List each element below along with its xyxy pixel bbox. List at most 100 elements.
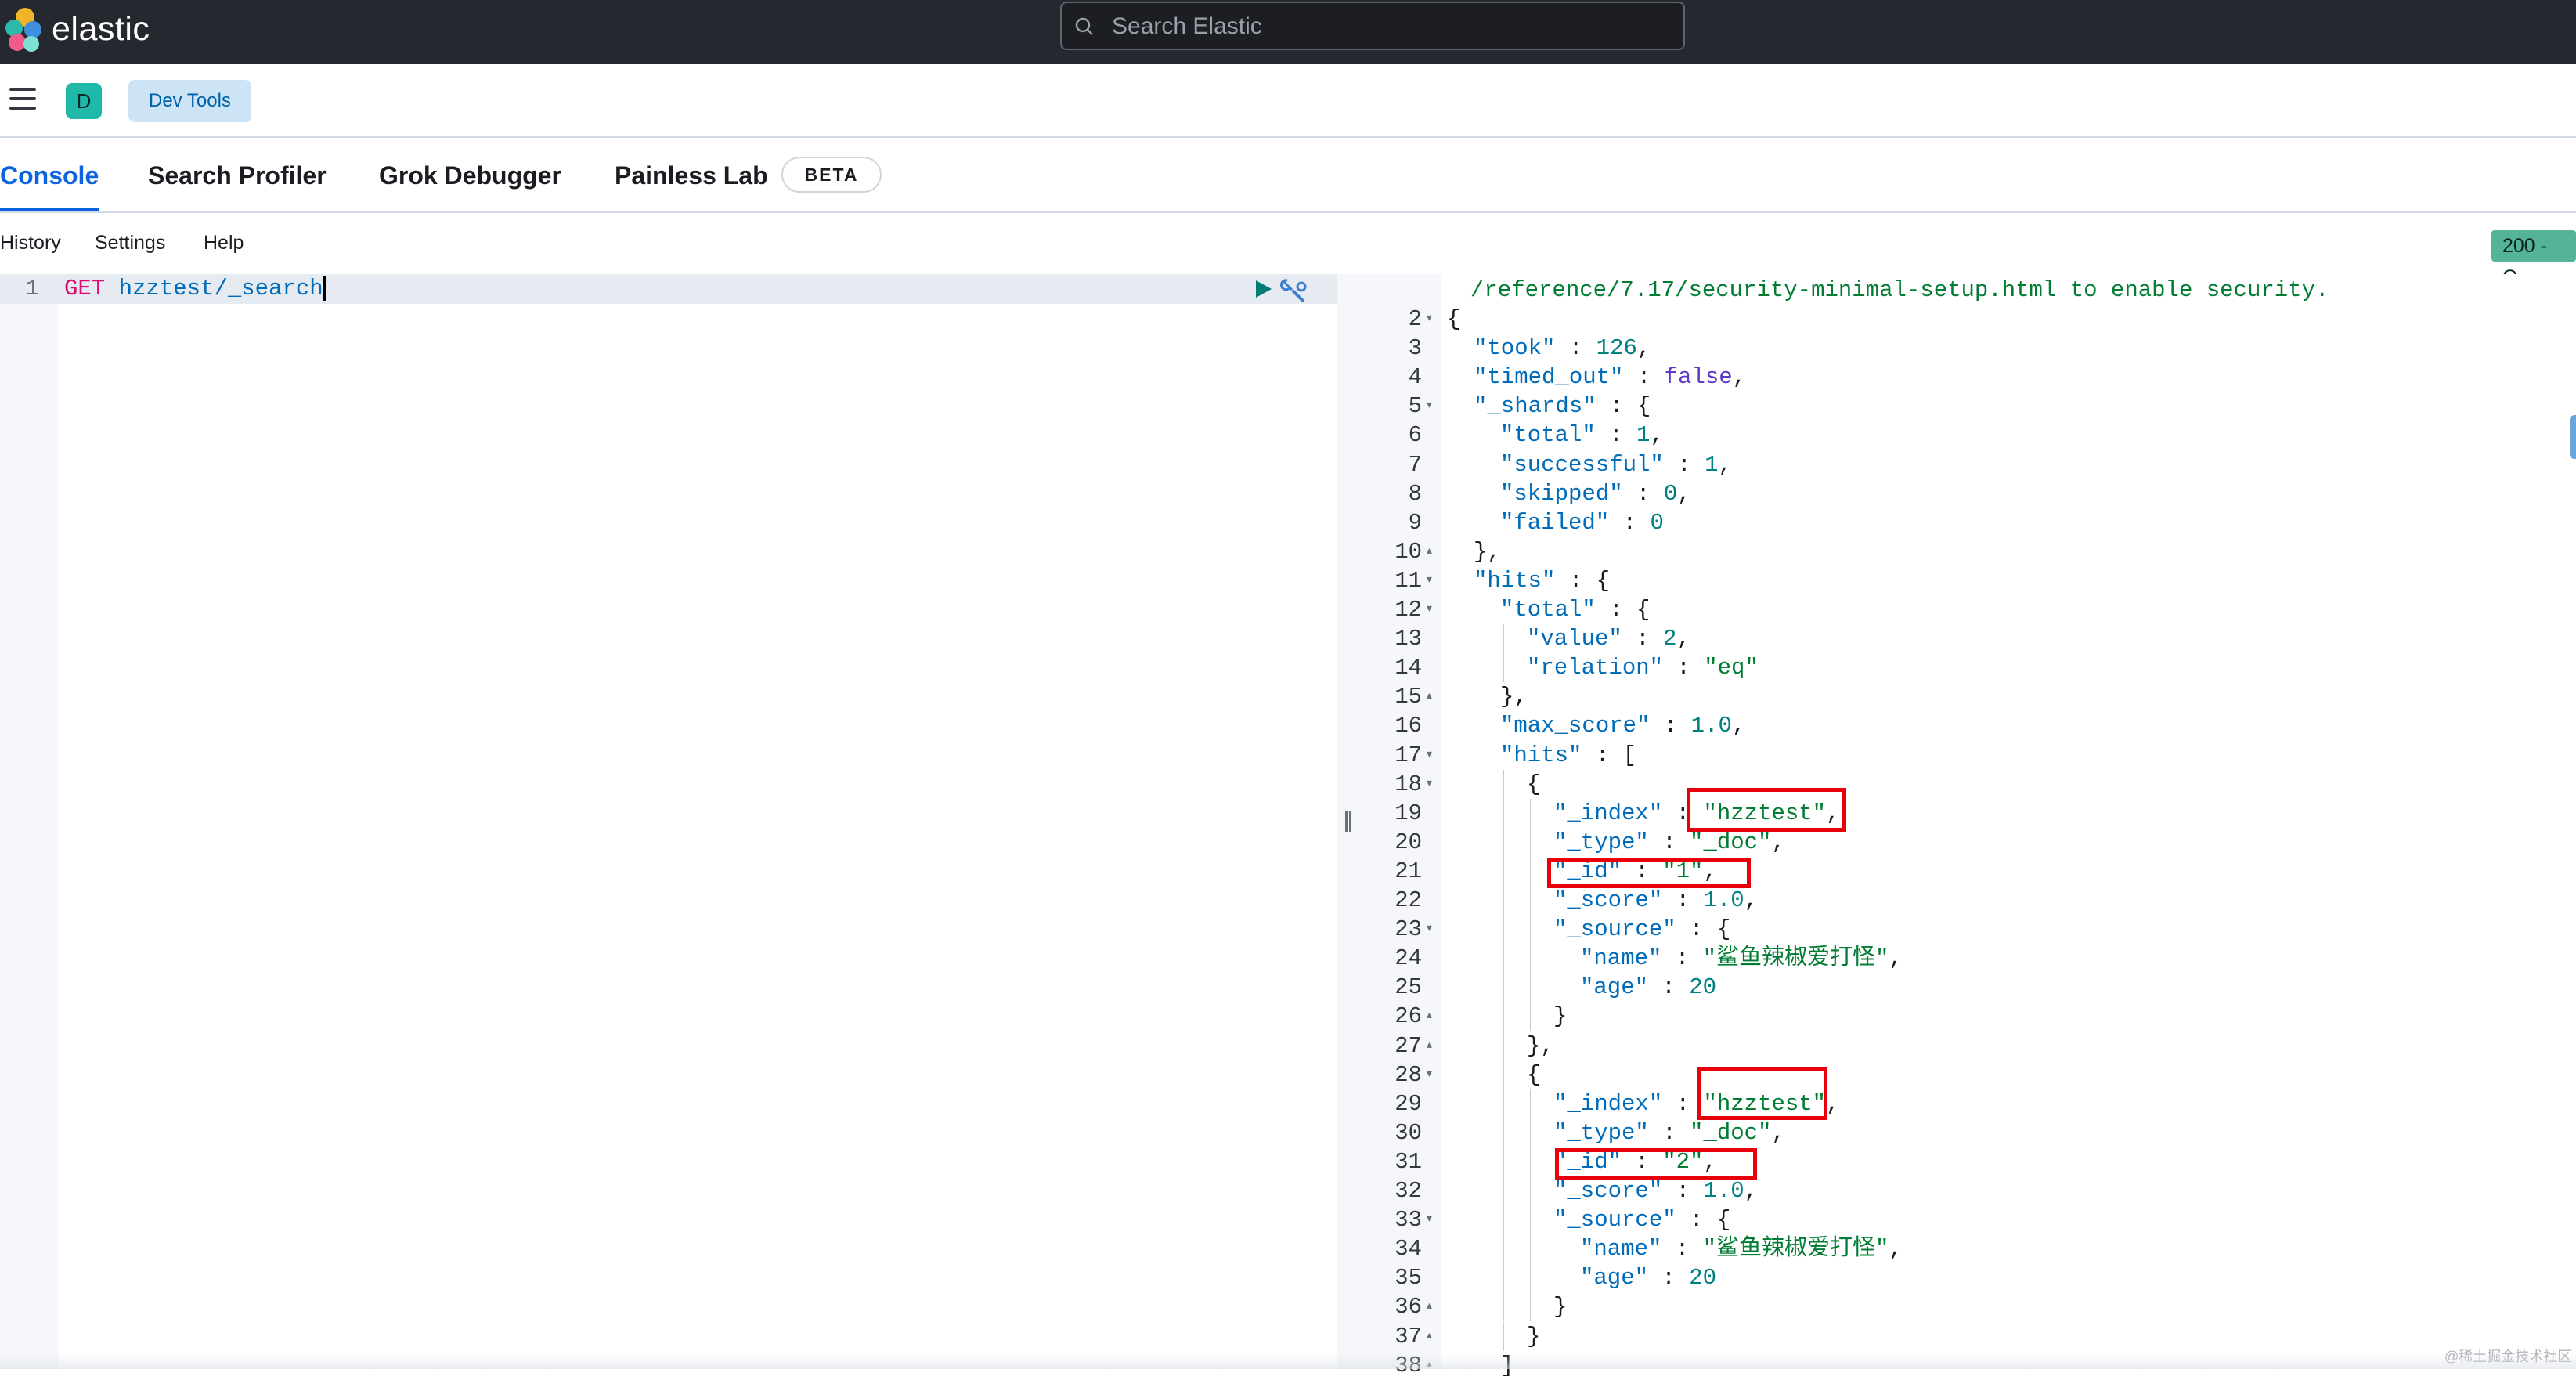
indent-guide [1503,1176,1504,1206]
status-badge: 200 - O [2491,230,2576,288]
fold-collapse-icon[interactable]: ▾ [1425,311,1434,327]
highlight-box-id-2 [1555,1148,1757,1180]
response-code: "_type" : "_doc", [1553,829,1785,855]
fold-collapse-icon[interactable]: ▾ [1425,746,1434,763]
indent-guide [1530,798,1531,828]
response-line: 16"max_score" : 1.0, [1361,711,2576,741]
indent-guide [1530,827,1531,857]
indent-guide [1530,1002,1531,1031]
response-line: 19"_index" : "hzztest", [1361,798,2576,828]
response-code: "skipped" : 0, [1500,480,1691,507]
response-line: 23▾"_source" : { [1361,915,2576,945]
console-menu: History Settings Help 200 - O [0,213,2576,288]
response-code: }, [1527,1032,1554,1059]
tab-console[interactable]: Console [0,138,99,211]
indent-guide [1503,798,1504,828]
response-line: 21"_id" : "1", [1361,856,2576,886]
indent-guide [1503,827,1504,857]
tab-search-profiler[interactable]: Search Profiler [148,161,327,190]
line-number: 20 [1394,829,1422,855]
brand-name[interactable]: elastic [52,10,150,48]
fold-collapse-icon[interactable]: ▾ [1425,398,1434,414]
breadcrumb-bar: D Dev Tools [0,64,2576,138]
indent-guide [1503,1263,1504,1293]
fold-collapse-icon[interactable]: ▾ [1425,1212,1434,1228]
indent-guide [1503,1321,1504,1351]
request-path: hzztest/_search [118,276,323,302]
line-number: 30 [1394,1119,1422,1146]
response-code: "age" : 20 [1580,974,1717,1001]
line-number: 24 [1394,945,1422,972]
request-editor[interactable]: 1 GET hzztest/_search [0,274,1337,1369]
response-gutter [1361,274,1441,1369]
response-line: 10▴}, [1361,537,2576,566]
active-line-highlight [0,274,1337,304]
response-code: "_score" : 1.0, [1553,1178,1759,1204]
response-code: "_score" : 1.0, [1553,887,1759,913]
line-number: 16 [1394,713,1422,739]
line-number: 3 [1408,335,1422,362]
hamburger-menu-icon[interactable] [9,88,36,111]
space-avatar[interactable]: D [66,83,102,119]
line-number: 22 [1394,887,1422,913]
indent-guide [1530,1176,1531,1206]
response-code: "failed" : 0 [1500,509,1664,536]
response-code: "value" : 2, [1527,626,1690,652]
response-line: 9 "failed" : 0 [1361,508,2576,537]
drag-handle-icon[interactable] [1345,811,1353,832]
line-number: 17 [1394,742,1422,768]
fold-collapse-icon[interactable]: ▾ [1425,572,1434,588]
line-number: 34 [1394,1236,1422,1263]
response-line: 28▾{ [1361,1060,2576,1089]
line-number: 5 [1408,393,1422,420]
response-line: 34"name" : "鲨鱼辣椒爱打怪", [1361,1234,2576,1264]
indent-guide [1530,1089,1531,1118]
tab-grok-debugger[interactable]: Grok Debugger [379,161,561,190]
bottom-shadow [0,1353,2576,1369]
fold-expand-icon[interactable]: ▴ [1425,1037,1434,1053]
fold-expand-icon[interactable]: ▴ [1425,1328,1434,1344]
indent-guide [1503,1002,1504,1031]
line-number: 31 [1394,1148,1422,1175]
line-number: 9 [1408,509,1422,536]
fold-expand-icon[interactable]: ▴ [1425,688,1434,705]
fold-collapse-icon[interactable]: ▾ [1425,601,1434,617]
global-search[interactable] [1060,2,1685,50]
response-code: "_source" : { [1553,916,1731,943]
response-line: 14"relation" : "eq" [1361,653,2576,683]
breadcrumb-dev-tools[interactable]: Dev Tools [128,80,251,122]
fold-collapse-icon[interactable]: ▾ [1425,1066,1434,1082]
line-number: 15 [1394,684,1422,710]
request-line[interactable]: GET hzztest/_search [64,274,326,304]
pane-resizer[interactable] [1337,274,1361,1369]
indent-guide [1530,1263,1531,1293]
indent-guide [1503,1147,1504,1176]
fold-expand-icon[interactable]: ▴ [1425,1008,1434,1024]
response-code: } [1553,1003,1568,1030]
fold-collapse-icon[interactable]: ▾ [1425,921,1434,937]
fold-expand-icon[interactable]: ▴ [1425,543,1434,559]
response-viewer[interactable]: /reference/7.17/security-minimal-setup.h… [1361,274,2576,1380]
search-input[interactable] [1110,9,1661,44]
line-number: 27 [1394,1032,1422,1059]
tab-painless-lab[interactable]: Painless Lab [615,161,768,190]
line-number: 25 [1394,974,1422,1001]
settings-link[interactable]: Settings [95,232,166,254]
line-number: 1 [25,276,39,302]
play-icon[interactable] [1253,279,1273,299]
response-code: "hits" : { [1474,567,1611,594]
line-number: 2 [1408,306,1422,332]
wrench-icon[interactable] [1278,276,1309,304]
response-line: 8"skipped" : 0, [1361,479,2576,508]
indent-guide [1530,915,1531,945]
response-code: { [1527,1061,1541,1088]
scroll-indicator[interactable] [2570,415,2576,459]
fold-collapse-icon[interactable]: ▾ [1425,775,1434,792]
history-link[interactable]: History [0,232,61,254]
response-line: 7"successful" : 1, [1361,450,2576,479]
elastic-logo-icon[interactable] [2,5,45,56]
help-link[interactable]: Help [204,232,244,254]
fold-expand-icon[interactable]: ▴ [1425,1299,1434,1315]
beta-badge: BETA [781,157,882,193]
indent-guide [1503,1292,1504,1322]
